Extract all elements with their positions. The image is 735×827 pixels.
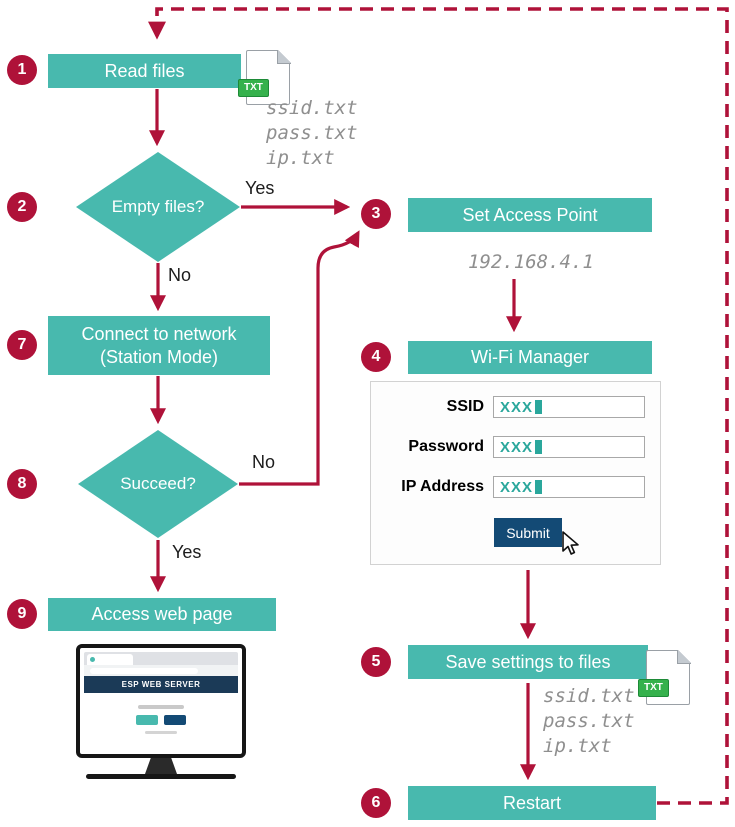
ssid-label: SSID — [446, 398, 484, 415]
ssid-value: XXX — [500, 398, 534, 416]
mouse-cursor-icon — [562, 531, 579, 555]
step7-label-line2: (Station Mode) — [99, 346, 219, 367]
branch-yes-label: Yes — [245, 178, 275, 198]
txt-badge: TXT — [638, 679, 669, 697]
step9-number-text: 9 — [17, 605, 27, 622]
step7-label-line1: Connect to network — [81, 324, 237, 344]
page-fold-icon — [676, 649, 691, 664]
monitor-stand-base — [86, 774, 236, 779]
step5-number-text: 5 — [371, 653, 381, 670]
saved-file-name-1: ssid.txt — [543, 685, 635, 707]
step5-save-settings-box: Save settings to files — [408, 645, 648, 679]
step6-label: Restart — [502, 792, 562, 813]
mini-button-row — [136, 715, 186, 725]
monitor-stand-neck — [145, 758, 177, 774]
submit-label: Submit — [506, 524, 550, 541]
text-caret — [535, 480, 543, 494]
branch-no-label: No — [168, 265, 192, 285]
mini-button-teal — [136, 715, 158, 725]
step8-label: Succeed? — [120, 474, 196, 493]
step1-number: 1 — [7, 55, 37, 85]
text-caret — [535, 400, 543, 414]
branch-no-label: No — [252, 452, 276, 472]
monitor-illustration: ESP WEB SERVER — [76, 644, 246, 758]
read-file-name-3: ip.txt — [266, 147, 335, 169]
step3-number: 3 — [361, 199, 391, 229]
step4-label: Wi-Fi Manager — [470, 347, 590, 368]
ip-address-value: XXX — [500, 478, 534, 496]
step2-label: Empty files? — [111, 197, 205, 216]
step9-access-web-page-box: Access web page — [48, 598, 276, 631]
form-row-ip-address: IP Address XXX — [401, 476, 645, 498]
mini-page-header: ESP WEB SERVER — [84, 676, 238, 693]
access-point-ip: 192.168.4.1 — [468, 251, 594, 273]
step1-label: Read files — [104, 60, 185, 81]
password-value: XXX — [500, 438, 534, 456]
step3-set-access-point-box: Set Access Point — [408, 198, 652, 232]
step6-number: 6 — [361, 788, 391, 818]
mini-text-placeholder-2 — [145, 731, 177, 734]
txt-file-icon: TXT — [638, 649, 691, 705]
step8-succeed-decision: Succeed? — [78, 430, 238, 538]
mini-url-field — [90, 667, 198, 674]
ip-address-input[interactable]: XXX — [493, 476, 645, 498]
ssid-input[interactable]: XXX — [493, 396, 645, 418]
page-fold-icon — [276, 49, 291, 64]
txt-badge: TXT — [238, 79, 269, 97]
step1-read-files-box: Read files — [48, 54, 241, 88]
step2-number-text: 2 — [17, 198, 27, 215]
step7-number: 7 — [7, 330, 37, 360]
mini-address-bar — [84, 665, 238, 676]
step4-number-text: 4 — [371, 348, 381, 365]
step3-number-text: 3 — [371, 205, 381, 222]
read-file-name-2: pass.txt — [266, 122, 358, 144]
form-row-password: Password XXX — [408, 436, 645, 458]
step2-empty-files-decision: Empty files? — [76, 152, 240, 262]
step7-connect-network-box: Connect to network (Station Mode) — [48, 316, 270, 375]
step5-label: Save settings to files — [445, 651, 611, 672]
saved-file-name-3: ip.txt — [543, 735, 612, 757]
step8-number-text: 8 — [17, 475, 27, 492]
step8-number: 8 — [7, 469, 37, 499]
ip-address-label: IP Address — [401, 478, 484, 495]
mini-favicon — [90, 657, 95, 662]
submit-button[interactable]: Submit — [494, 518, 562, 547]
step9-label: Access web page — [91, 604, 233, 625]
step9-number: 9 — [7, 599, 37, 629]
txt-file-icon: TXT — [238, 49, 291, 105]
step1-number-text: 1 — [17, 61, 27, 78]
step7-number-text: 7 — [17, 336, 27, 353]
mini-text-placeholder — [138, 705, 184, 709]
step4-number: 4 — [361, 342, 391, 372]
mini-browser-tab — [87, 654, 133, 665]
branch-yes-label: Yes — [172, 542, 202, 562]
step6-number-text: 6 — [371, 794, 381, 811]
mini-page-body — [84, 693, 238, 746]
step6-restart-box: Restart — [408, 786, 656, 820]
step2-number: 2 — [7, 192, 37, 222]
password-label: Password — [408, 438, 484, 455]
mini-browser-chrome — [84, 652, 238, 665]
step3-label: Set Access Point — [462, 204, 598, 225]
step4-wifi-manager-box: Wi-Fi Manager — [408, 341, 652, 374]
text-caret — [535, 440, 543, 454]
password-input[interactable]: XXX — [493, 436, 645, 458]
read-file-name-1: ssid.txt — [266, 97, 358, 119]
wifi-manager-form: SSID XXX Password XXX IP Address XXX Sub… — [370, 381, 661, 565]
saved-file-name-2: pass.txt — [543, 710, 635, 732]
step5-number: 5 — [361, 647, 391, 677]
form-row-ssid: SSID XXX — [447, 396, 645, 418]
mini-button-navy — [164, 715, 186, 725]
